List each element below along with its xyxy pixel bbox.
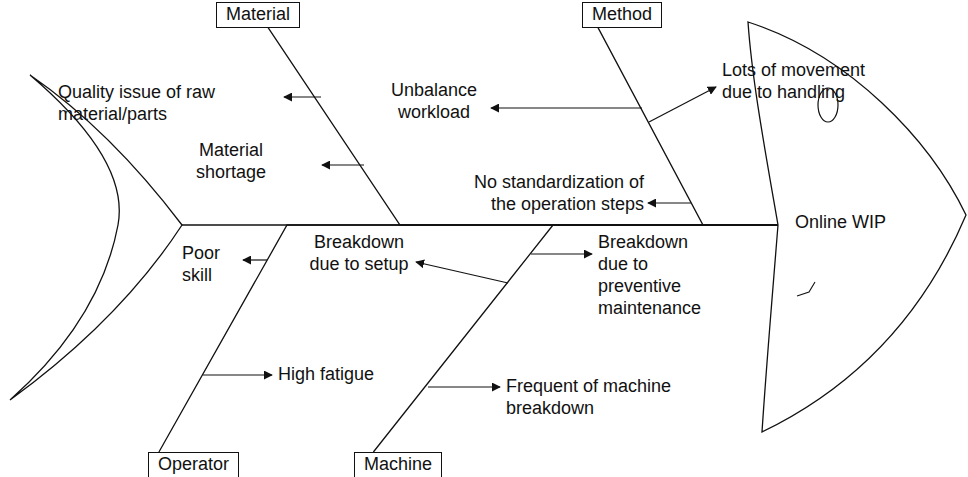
cause-arrow <box>428 386 500 387</box>
cause-label: No standardization of the operation step… <box>448 172 644 216</box>
cause-arrow <box>648 202 691 203</box>
cause-arrow <box>649 87 716 122</box>
category-bone <box>268 28 778 225</box>
cause-arrow <box>531 253 592 254</box>
category-box: Method <box>582 2 662 28</box>
cause-label: Poor skill <box>182 243 242 287</box>
cause-arrow <box>322 164 364 165</box>
cause-label: Unbalance workload <box>380 80 488 124</box>
category-bone <box>373 225 778 452</box>
category-label: Method <box>592 4 652 24</box>
cause-arrow <box>203 374 272 375</box>
cause-label: Breakdown due to setup <box>303 232 415 276</box>
category-bone <box>159 225 778 452</box>
category-box: Machine <box>354 452 442 477</box>
cause-arrow <box>491 107 642 108</box>
cause-arrow <box>416 262 508 283</box>
cause-label: Material shortage <box>186 140 276 184</box>
cause-label: Frequent of machine breakdown <box>506 376 696 420</box>
category-label: Operator <box>158 454 229 474</box>
cause-label: Breakdown due to preventive maintenance <box>598 232 710 320</box>
effect-label: Online WIP <box>795 212 886 233</box>
category-label: Material <box>226 4 290 24</box>
cause-arrow <box>243 259 267 260</box>
cause-label: High fatigue <box>278 364 408 386</box>
category-box: Material <box>216 2 300 28</box>
cause-label: Quality issue of raw material/parts <box>58 82 283 126</box>
category-box: Operator <box>148 452 239 477</box>
category-label: Machine <box>364 454 432 474</box>
cause-label: Lots of movement due to handling <box>722 60 892 104</box>
